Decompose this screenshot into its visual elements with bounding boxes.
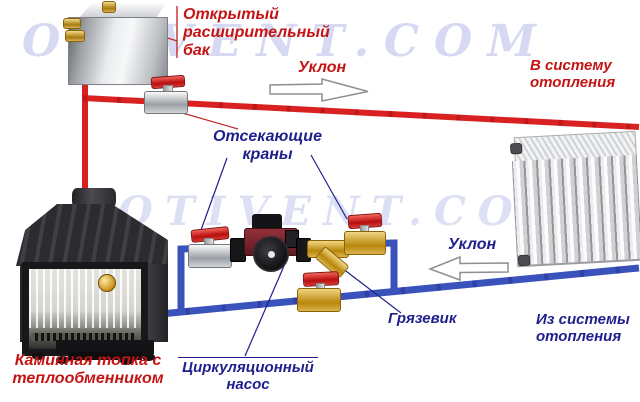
brand-emblem-icon	[98, 274, 116, 292]
label-slope-top: Уклон	[298, 59, 347, 76]
fireplace-foot	[120, 357, 133, 365]
fireplace-chimney	[72, 188, 116, 208]
circulation-pump-illustration	[244, 214, 299, 272]
fireplace-base	[56, 340, 154, 354]
leader-pump	[244, 258, 288, 357]
radiator-plug	[509, 142, 523, 155]
valve-body	[297, 288, 341, 312]
tank-fitting-top	[102, 1, 116, 13]
slope-arrow-left-icon	[427, 255, 509, 282]
shutoff-valve-pump-left	[188, 222, 232, 268]
slope-arrow-right-icon	[269, 78, 369, 102]
shutoff-valve-supply	[144, 74, 188, 114]
valve-body	[188, 244, 232, 268]
valve-body	[344, 231, 386, 255]
label-slope-bottom: Уклон	[448, 236, 497, 253]
label-to-system: В систему отопления	[530, 57, 616, 91]
tank-fitting-left-upper	[63, 18, 81, 29]
fireplace-illustration	[14, 176, 168, 368]
valve-body	[144, 91, 188, 114]
label-expansion-tank: Открытый расширительный бак	[183, 6, 330, 60]
expansion-tank-illustration	[63, 1, 168, 85]
label-from-system: Из системы отопления	[536, 311, 630, 345]
fireplace-foot	[56, 356, 69, 364]
tank-top-face	[78, 3, 166, 19]
bypass-valve-illustration	[297, 270, 341, 312]
air-vents	[32, 333, 136, 341]
tank-body	[68, 17, 168, 85]
glass-reflection	[29, 269, 141, 329]
fireplace-foot	[32, 352, 45, 360]
fireplace-foot	[142, 353, 155, 361]
pump-motor-cap	[252, 214, 282, 232]
label-pump: Циркуляционный насос	[178, 357, 318, 394]
shutoff-valve-pump-right	[344, 212, 386, 256]
label-mud-trap: Грязевик	[388, 310, 457, 327]
label-shutoff-valves: Отсекающие краны	[213, 128, 322, 164]
label-fireplace: Каминная топка с теплообменником	[12, 352, 164, 388]
leader-shutoff-left	[200, 157, 228, 231]
radiator-plug	[517, 254, 531, 267]
radiator-illustration	[509, 130, 640, 269]
leader-shutoff-right	[310, 154, 348, 220]
fireplace-hood	[16, 204, 168, 266]
pump-face	[253, 236, 289, 272]
fireplace-plinth	[68, 352, 142, 360]
tank-fitting-left-lower	[65, 30, 85, 42]
pump-face-center	[268, 251, 275, 258]
radiator-sections	[511, 154, 640, 268]
